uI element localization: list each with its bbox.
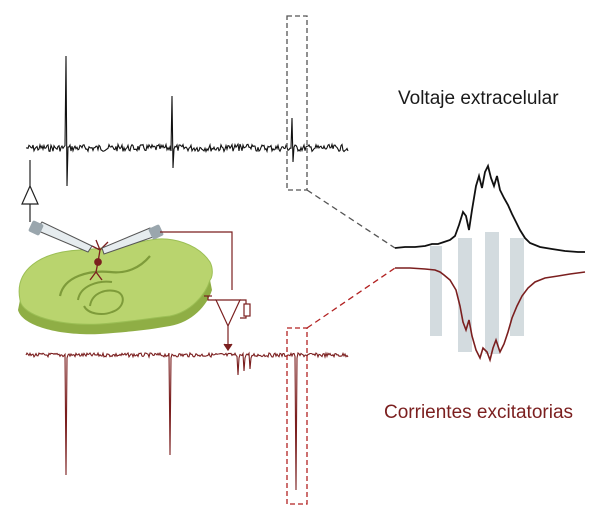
voltage-trace (25, 55, 349, 187)
glass-electrode-icon (28, 220, 164, 255)
hippocampal-slice-icon (18, 238, 213, 335)
neuron-icon (89, 239, 109, 281)
voltage-clamp-amplifier-icon (160, 231, 251, 352)
zoom-connector-voltage (306, 189, 396, 249)
zoom-shading (430, 232, 524, 354)
voltage-label: Voltaje extracelular (398, 88, 559, 109)
currents-label: Corrientes excitatorias (384, 402, 574, 423)
zoom-voltage-trace (394, 163, 585, 253)
amplifier-triangle-icon (21, 160, 39, 222)
zoom-connector-current (306, 267, 396, 329)
zoom-box-voltage (286, 15, 308, 191)
zoom-current-trace (395, 267, 586, 363)
current-trace (25, 351, 349, 491)
zoom-box-current (286, 327, 308, 505)
